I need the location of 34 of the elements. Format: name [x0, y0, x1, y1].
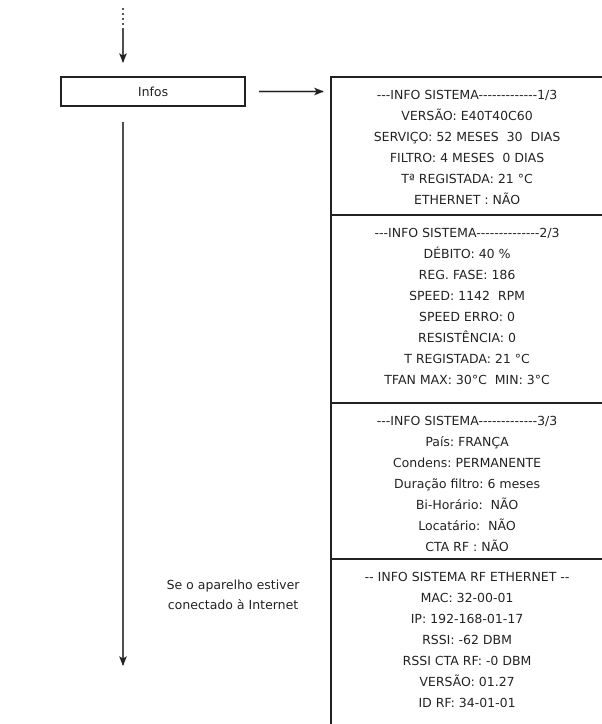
info-line: SPEED: 1142 RPM [409, 287, 525, 305]
info-line: TFAN MAX: 30°C MIN: 3°C [384, 371, 550, 389]
info-line: RSSI: -62 DBM [422, 631, 512, 649]
panel-heading: ---INFO SISTEMA-------------1/3 [376, 86, 558, 104]
info-line: RESISTÊNCIA: 0 [418, 329, 516, 347]
info-line: Locatário: NÃO [418, 517, 516, 535]
panel-heading: ---INFO SISTEMA-------------3/3 [376, 412, 558, 430]
info-line: País: FRANÇA [425, 433, 509, 451]
info-line: REG. FASE: 186 [418, 266, 516, 284]
info-line: VERSÃO: E40T40C60 [401, 107, 533, 125]
info-line: ETHERNET : NÃO [414, 191, 520, 209]
arrow [119, 28, 127, 63]
info-line: DÉBITO: 40 % [424, 245, 510, 263]
info-panel [330, 76, 602, 216]
info-line: SERVIÇO: 52 MESES 30 DIAS [374, 128, 560, 146]
info-line: IP: 192-168-01-17 [410, 610, 524, 628]
menu-box [60, 76, 246, 107]
info-line: CTA RF : NÃO [425, 538, 509, 556]
info-line: Tª REGISTADA: 21 °C [401, 170, 533, 188]
info-line: Duração filtro: 6 meses [394, 475, 540, 493]
info-line: ID RF: 34-01-01 [418, 694, 516, 712]
menu-label: Infos [138, 83, 168, 101]
info-line: T REGISTADA: 21 °C [404, 350, 530, 368]
panel-heading: ---INFO SISTEMA--------------2/3 [374, 224, 560, 242]
arrow [119, 122, 127, 666]
info-line: Condens: PERMANENTE [392, 454, 542, 472]
panel-heading: -- INFO SISTEMA RF ETHERNET -- [364, 568, 570, 586]
info-line: RSSI CTA RF: -0 DBM [402, 652, 532, 670]
info-line: MAC: 32-00-01 [420, 589, 514, 607]
info-line: VERSÃO: 01.27 [419, 673, 515, 691]
info-line: Bi-Horário: NÃO [416, 496, 518, 514]
arrow [259, 88, 324, 96]
info-line: FILTRO: 4 MESES 0 DIAS [390, 149, 544, 167]
info-line: SPEED ERRO: 0 [419, 308, 515, 326]
